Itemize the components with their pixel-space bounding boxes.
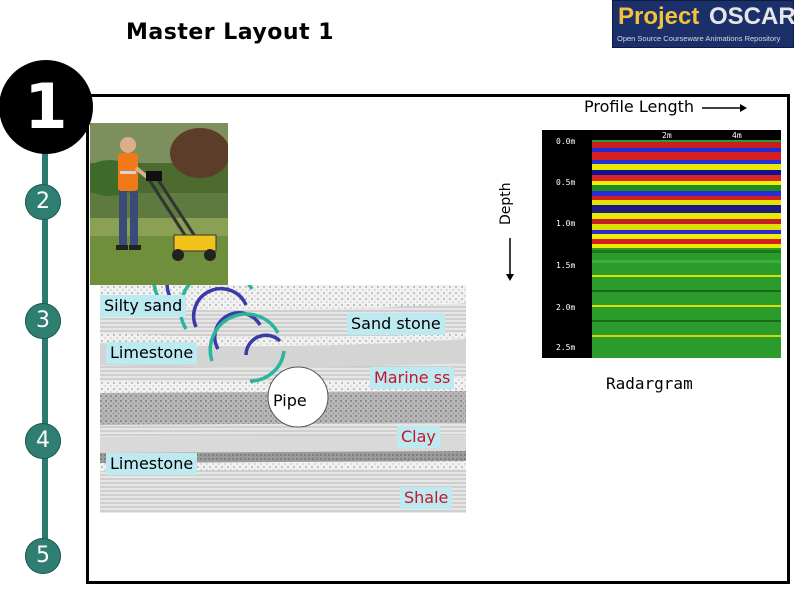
logo-tagline: Open Source Courseware Animations Reposi… xyxy=(617,34,781,43)
content-frame xyxy=(86,94,790,584)
step-2-marker[interactable]: 2 xyxy=(25,184,61,220)
step-4-marker[interactable]: 4 xyxy=(25,423,61,459)
radargram-y-tick-2: 1.0m xyxy=(556,219,575,228)
layer-label-silty-sand: Silty sand xyxy=(100,295,187,317)
layer-label-marine-ss: Marine ss xyxy=(370,367,455,389)
pipe-label: Pipe xyxy=(273,391,307,410)
radargram-y-tick-1: 0.5m xyxy=(556,178,575,187)
radargram-x-tick-2m: 2m xyxy=(662,131,672,140)
logo-word-project: Project xyxy=(618,3,700,30)
radargram-image: 2m 4m 0.0m 0.5m 1.0m 1.5m 2.0m 2.5m xyxy=(542,130,781,358)
depth-arrow-icon xyxy=(506,238,514,281)
radargram-bands xyxy=(592,142,781,337)
radargram-y-tick-3: 1.5m xyxy=(556,261,575,270)
radargram-label: Radargram xyxy=(606,374,693,393)
radargram-y-tick-0: 0.0m xyxy=(556,137,575,146)
layer-label-sand-stone: Sand stone xyxy=(347,313,445,335)
profile-length-arrow-icon xyxy=(702,104,747,112)
layer-label-clay: Clay xyxy=(397,426,440,448)
project-oscar-logo: Project OSCAR Open Source Courseware Ani… xyxy=(612,0,794,48)
layer-label-limestone-top: Limestone xyxy=(106,342,198,364)
radargram-y-tick-4: 2.0m xyxy=(556,303,575,312)
step-5-marker[interactable]: 5 xyxy=(25,538,61,574)
step-3-marker[interactable]: 3 xyxy=(25,303,61,339)
layer-label-limestone-bottom: Limestone xyxy=(106,453,198,475)
step-1-marker[interactable]: 1 xyxy=(0,60,93,154)
layer-label-shale: Shale xyxy=(400,487,453,509)
profile-length-label: Profile Length xyxy=(584,97,695,116)
logo-word-oscar: OSCAR xyxy=(709,3,794,30)
page-title: Master Layout 1 xyxy=(126,20,335,45)
depth-label: Depth xyxy=(498,182,514,225)
radargram-x-tick-4m: 4m xyxy=(732,131,742,140)
radargram-y-tick-5: 2.5m xyxy=(556,343,575,352)
gpr-operator-photo xyxy=(90,123,228,285)
